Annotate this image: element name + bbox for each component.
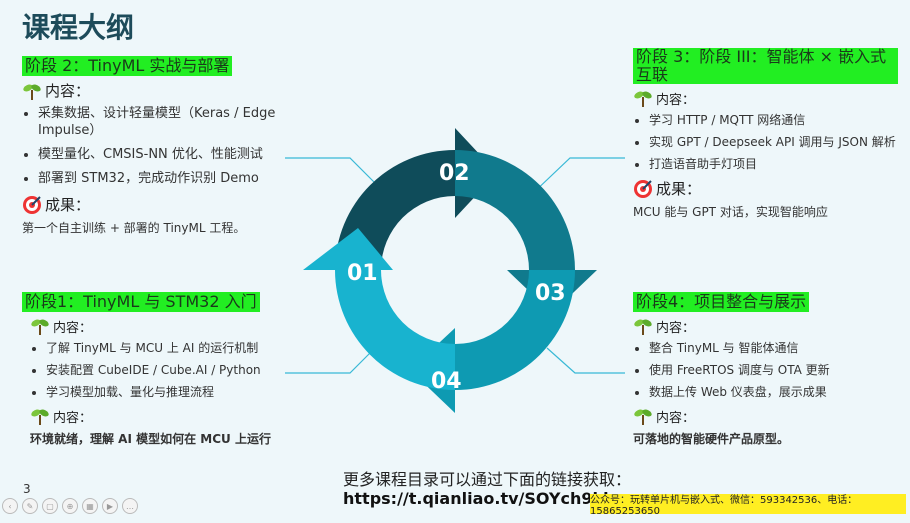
cycle-segment-01 xyxy=(303,228,455,390)
phase4-content-row: 内容： xyxy=(633,316,898,336)
list-item: 数据上传 Web 仪表盘，展示成果 xyxy=(649,384,898,401)
presentation-toolbar: ‹ ✎ ▢ ⊕ ▦ ▶ … xyxy=(2,498,138,514)
cycle-diagram: 01 02 03 04 xyxy=(285,128,625,413)
phase1-heading: 阶段1：TinyML 与 STM32 入门 xyxy=(22,292,260,312)
target-icon xyxy=(23,195,41,214)
list-item: 模型量化、CMSIS-NN 优化、性能测试 xyxy=(38,146,277,163)
prev-icon[interactable]: ‹ xyxy=(2,498,18,514)
phase1-content-label-2: 内容： xyxy=(53,410,93,426)
phase1-content-row-2: 内容： xyxy=(30,406,287,426)
zoom-icon[interactable]: ⊕ xyxy=(62,498,78,514)
list-item: 部署到 STM32，完成动作识别 Demo xyxy=(38,170,277,187)
phase4-section: 阶段4：项目整合与展示 内容： 整合 TinyML 与 智能体通信 使用 Fre… xyxy=(633,292,898,447)
connector-line xyxy=(546,347,625,374)
phase3-content-label: 内容： xyxy=(656,92,696,108)
slides-icon[interactable]: ▢ xyxy=(42,498,58,514)
phase3-section: 阶段 3：阶段 III：智能体 × 嵌入式互联 内容： 学习 HTTP / MQ… xyxy=(633,48,898,220)
sprout-icon xyxy=(23,84,41,100)
phase4-content-label: 内容： xyxy=(656,320,696,336)
sprout-icon xyxy=(31,409,49,425)
more-icon[interactable]: … xyxy=(122,498,138,514)
phase3-result-label: 成果： xyxy=(656,180,702,198)
page-title: 课程大纲 xyxy=(22,11,135,44)
footer-url-link[interactable]: https://t.qianliao.tv/SOYch9kl xyxy=(343,489,609,508)
list-item: 整合 TinyML 与 智能体通信 xyxy=(649,340,898,357)
phase3-result-text: MCU 能与 GPT 对话，实现智能响应 xyxy=(633,205,828,219)
list-item: 安装配置 CubeIDE / Cube.AI / Python xyxy=(46,362,287,379)
phase2-content-row: 内容： xyxy=(22,80,277,101)
cycle-segment-03 xyxy=(455,150,597,313)
connector-line xyxy=(285,157,376,184)
phase4-list: 整合 TinyML 与 智能体通信 使用 FreeRTOS 调度与 OTA 更新… xyxy=(633,340,898,401)
page-number: 3 xyxy=(23,482,31,496)
pen-icon[interactable]: ✎ xyxy=(22,498,38,514)
phase2-content-label: 内容： xyxy=(45,82,91,100)
connector-line xyxy=(285,352,371,374)
list-item: 学习模型加载、量化与推理流程 xyxy=(46,384,287,401)
phase4-content-row-2: 内容： xyxy=(633,406,898,426)
phase4-heading: 阶段4：项目整合与展示 xyxy=(633,292,810,312)
phase3-heading: 阶段 3：阶段 III：智能体 × 嵌入式互联 xyxy=(633,48,898,84)
connector-line xyxy=(529,157,625,197)
sprout-icon xyxy=(634,319,652,335)
footer-more-text: 更多课程目录可以通过下面的链接获取： xyxy=(343,470,632,489)
list-item: 实现 GPT / Deepseek API 调用与 JSON 解析 xyxy=(649,134,898,151)
list-item: 打造语音助手灯项目 xyxy=(649,156,898,173)
phase2-list: 采集数据、设计轻量模型（Keras / Edge Impulse） 模型量化、C… xyxy=(22,105,277,187)
sprout-icon xyxy=(31,319,49,335)
list-item: 学习 HTTP / MQTT 网络通信 xyxy=(649,112,898,129)
phase1-content-label: 内容： xyxy=(53,320,93,336)
phase2-heading: 阶段 2：TinyML 实战与部署 xyxy=(22,56,233,76)
contact-banner: 公众号：玩转单片机与嵌入式、微信：593342536、电话：1586525365… xyxy=(590,494,906,517)
cycle-number-01: 01 xyxy=(347,261,378,286)
phase3-result-row: 成果： xyxy=(633,178,898,199)
cycle-number-03: 03 xyxy=(535,281,566,306)
phase2-result-label: 成果： xyxy=(45,196,91,214)
phase2-result-row: 成果： xyxy=(22,194,277,215)
phase1-section: 阶段1：TinyML 与 STM32 入门 内容： 了解 TinyML 与 MC… xyxy=(22,292,287,447)
grid-icon[interactable]: ▦ xyxy=(82,498,98,514)
list-item: 了解 TinyML 与 MCU 上 AI 的运行机制 xyxy=(46,340,287,357)
target-icon xyxy=(634,179,652,198)
camera-icon[interactable]: ▶ xyxy=(102,498,118,514)
list-item: 使用 FreeRTOS 调度与 OTA 更新 xyxy=(649,362,898,379)
sprout-icon xyxy=(634,91,652,107)
phase4-content-label-2: 内容： xyxy=(656,410,696,426)
phase1-list: 了解 TinyML 与 MCU 上 AI 的运行机制 安装配置 CubeIDE … xyxy=(22,340,287,401)
phase3-list: 学习 HTTP / MQTT 网络通信 实现 GPT / Deepseek AP… xyxy=(633,112,898,173)
phase4-result-text: 可落地的智能硬件产品原型。 xyxy=(633,432,790,446)
list-item: 采集数据、设计轻量模型（Keras / Edge Impulse） xyxy=(38,105,277,139)
phase1-result-text: 环境就绪，理解 AI 模型如何在 MCU 上运行 xyxy=(30,432,271,446)
phase2-result-text: 第一个自主训练 + 部署的 TinyML 工程。 xyxy=(22,221,246,235)
cycle-number-04: 04 xyxy=(431,369,462,394)
cycle-number-02: 02 xyxy=(439,161,470,186)
sprout-icon xyxy=(634,409,652,425)
phase3-content-row: 内容： xyxy=(633,88,898,108)
phase1-content-row: 内容： xyxy=(30,316,287,336)
phase2-section: 阶段 2：TinyML 实战与部署 内容： 采集数据、设计轻量模型（Keras … xyxy=(22,56,277,236)
